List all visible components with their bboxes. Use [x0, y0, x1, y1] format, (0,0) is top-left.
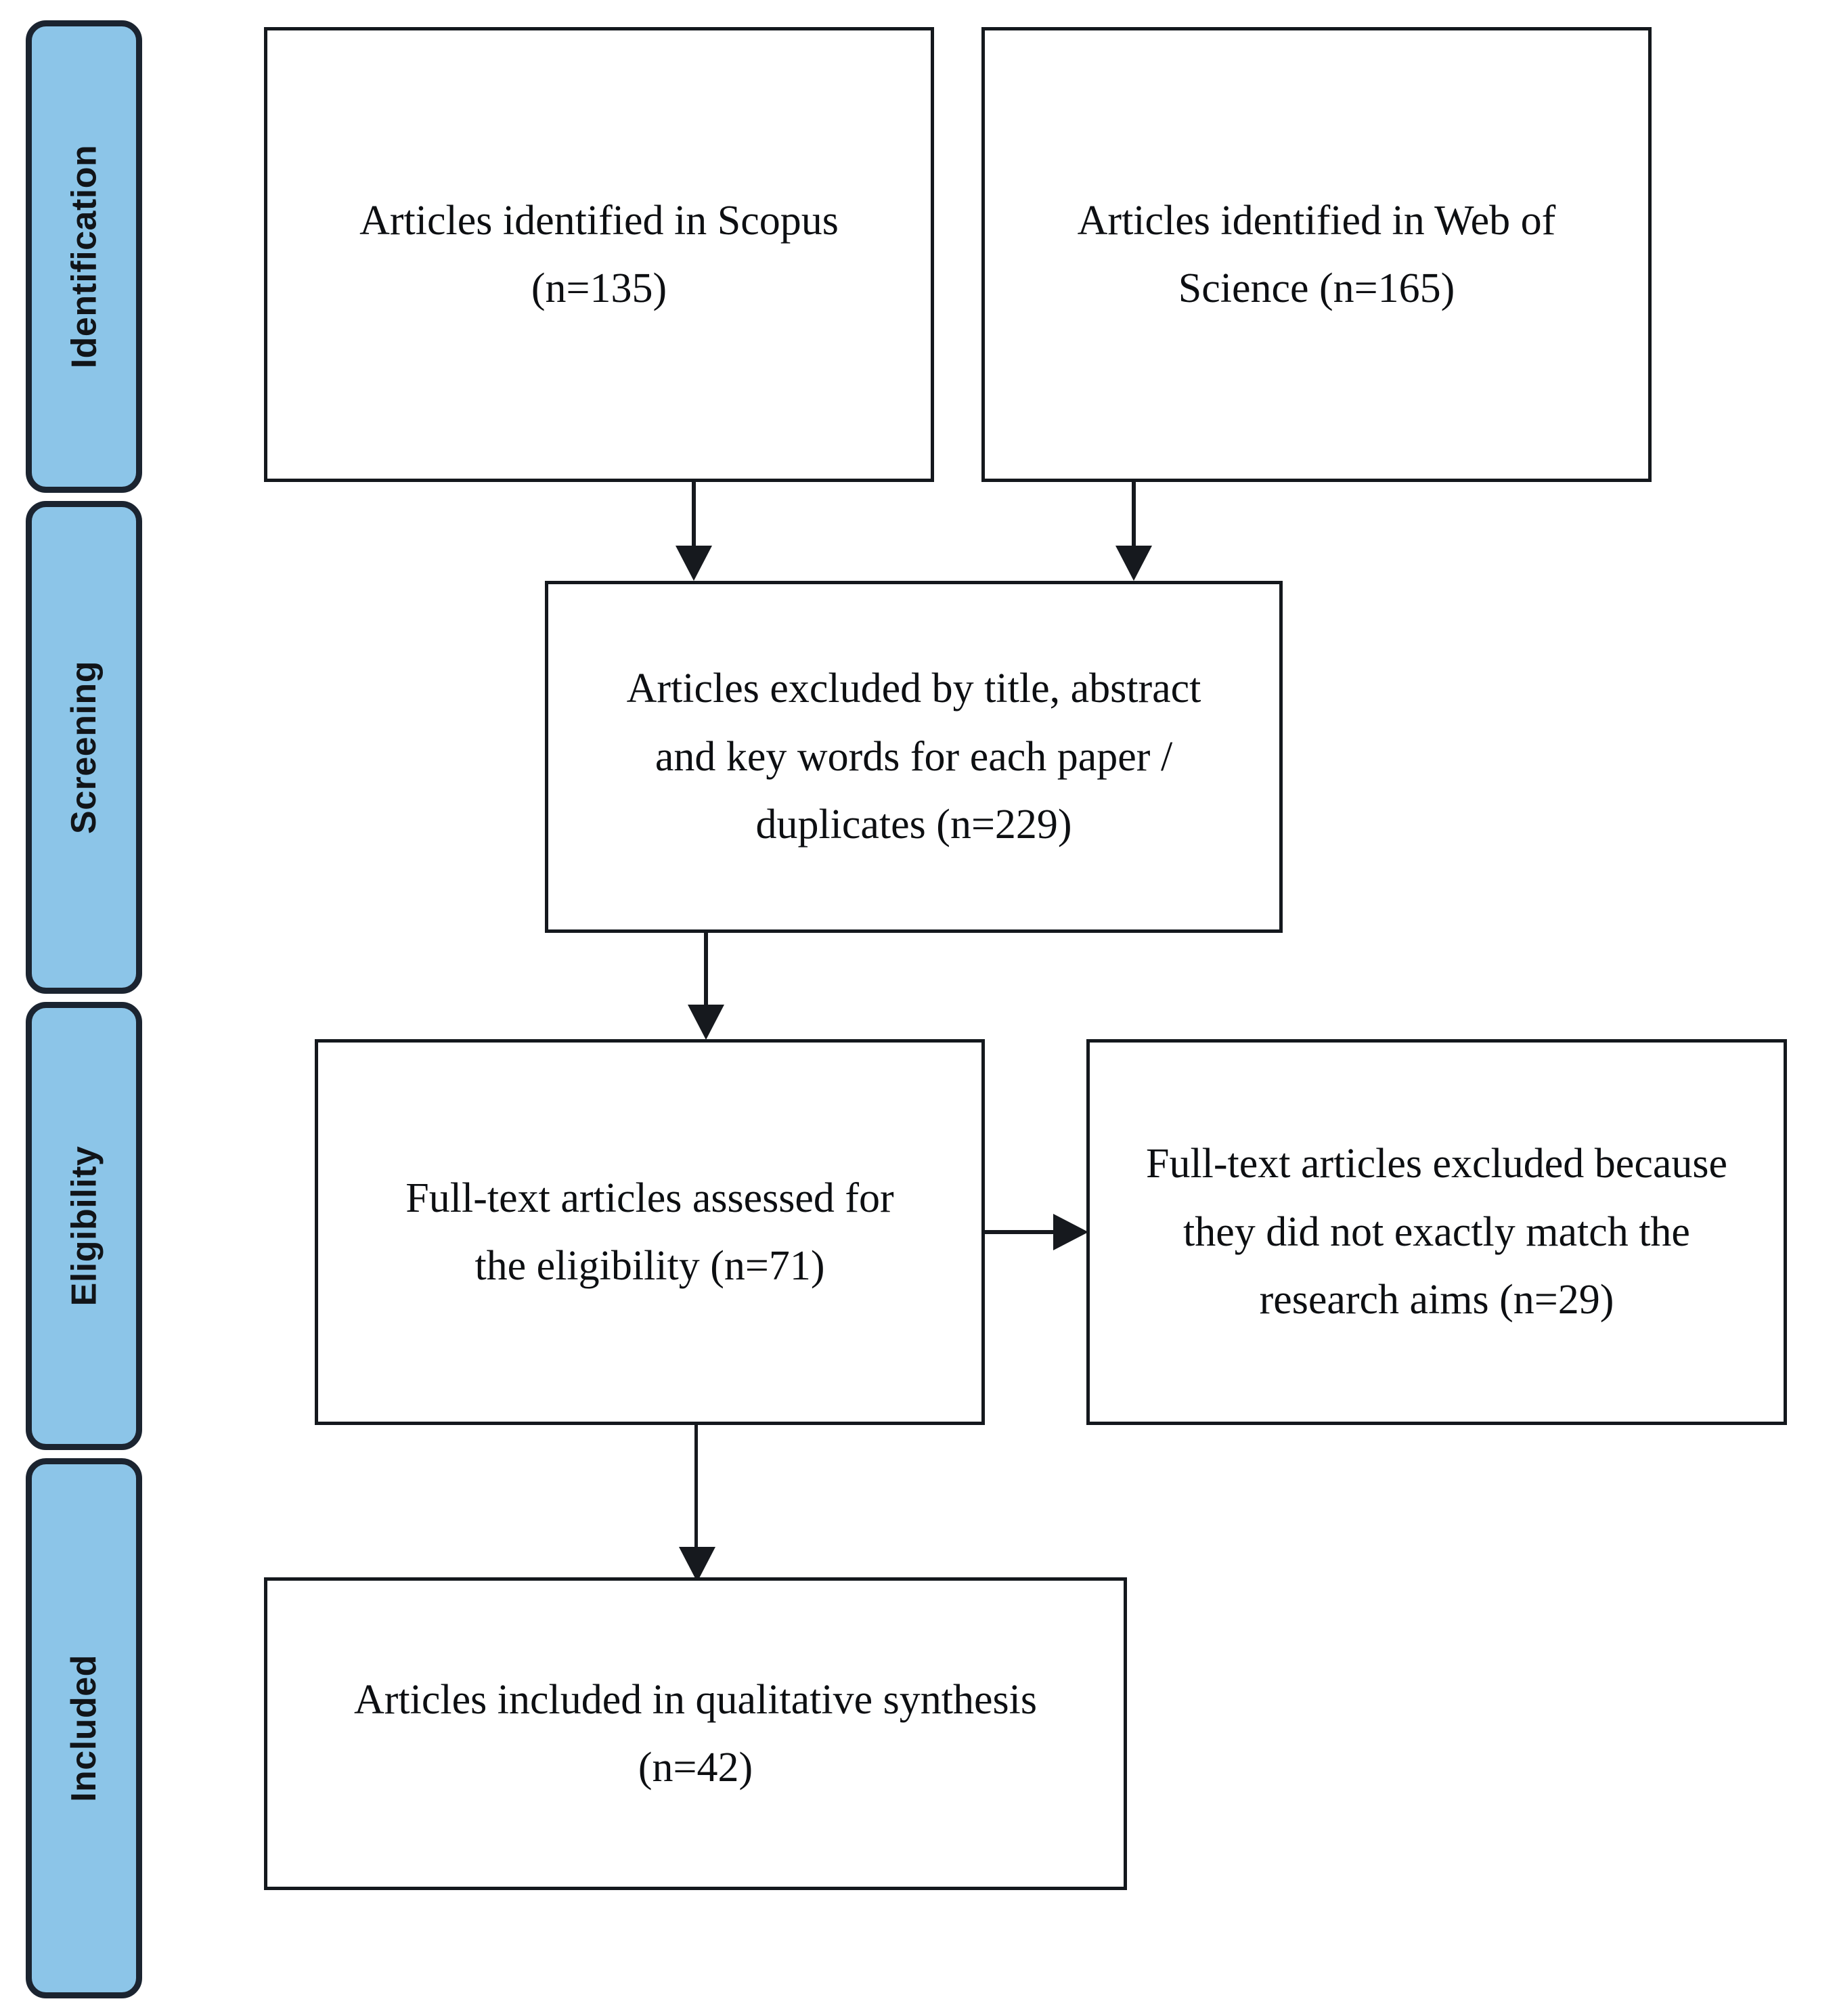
box-full-text-excluded: Full-text articles excluded because they… — [1086, 1039, 1787, 1425]
stage-label-screening: Screening — [64, 661, 104, 834]
stage-label-identification: Identification — [64, 144, 104, 369]
box-scopus: Articles identified in Scopus (n=135) — [264, 27, 934, 482]
stage-segment-included: Included — [26, 1458, 142, 1998]
stage-segment-eligibility: Eligibility — [26, 1002, 142, 1450]
box-qualitative-synthesis: Articles included in qualitative synthes… — [264, 1577, 1127, 1890]
connector-eligibility-to-excluded-line — [985, 1230, 1059, 1234]
box-web-of-science: Articles identified in Web of Science (n… — [981, 27, 1652, 482]
stage-rail: Identification Screening Eligibility Inc… — [26, 0, 142, 2016]
box-web-of-science-text: Articles identified in Web of Science (n… — [1077, 197, 1556, 311]
connector-eligibility-to-included-line — [694, 1425, 698, 1554]
stage-segment-identification: Identification — [26, 20, 142, 493]
connector-screening-to-eligibility-line — [704, 933, 708, 1009]
box-qualitative-synthesis-text: Articles included in qualitative synthes… — [353, 1676, 1037, 1791]
box-excluded-screening-text: Articles excluded by title, abstract and… — [626, 665, 1201, 848]
box-full-text-assessed: Full-text articles assessed for the elig… — [315, 1039, 985, 1425]
connector-wos-to-screening-arrowhead — [1115, 546, 1152, 581]
connector-scopus-to-screening-arrowhead — [676, 546, 712, 581]
box-full-text-assessed-text: Full-text articles assessed for the elig… — [405, 1175, 894, 1289]
stage-label-eligibility: Eligibility — [64, 1145, 104, 1307]
connector-screening-to-eligibility-arrowhead — [688, 1005, 724, 1040]
connector-eligibility-to-excluded-arrowhead — [1053, 1214, 1088, 1250]
connector-eligibility-to-included-arrowhead — [679, 1547, 715, 1582]
box-excluded-screening: Articles excluded by title, abstract and… — [545, 581, 1283, 933]
connector-scopus-to-screening-line — [692, 482, 696, 550]
stage-label-included: Included — [64, 1655, 104, 1802]
box-full-text-excluded-text: Full-text articles excluded because they… — [1145, 1141, 1728, 1323]
stage-segment-screening: Screening — [26, 501, 142, 994]
connector-wos-to-screening-line — [1132, 482, 1136, 550]
box-scopus-text: Articles identified in Scopus (n=135) — [359, 197, 839, 311]
